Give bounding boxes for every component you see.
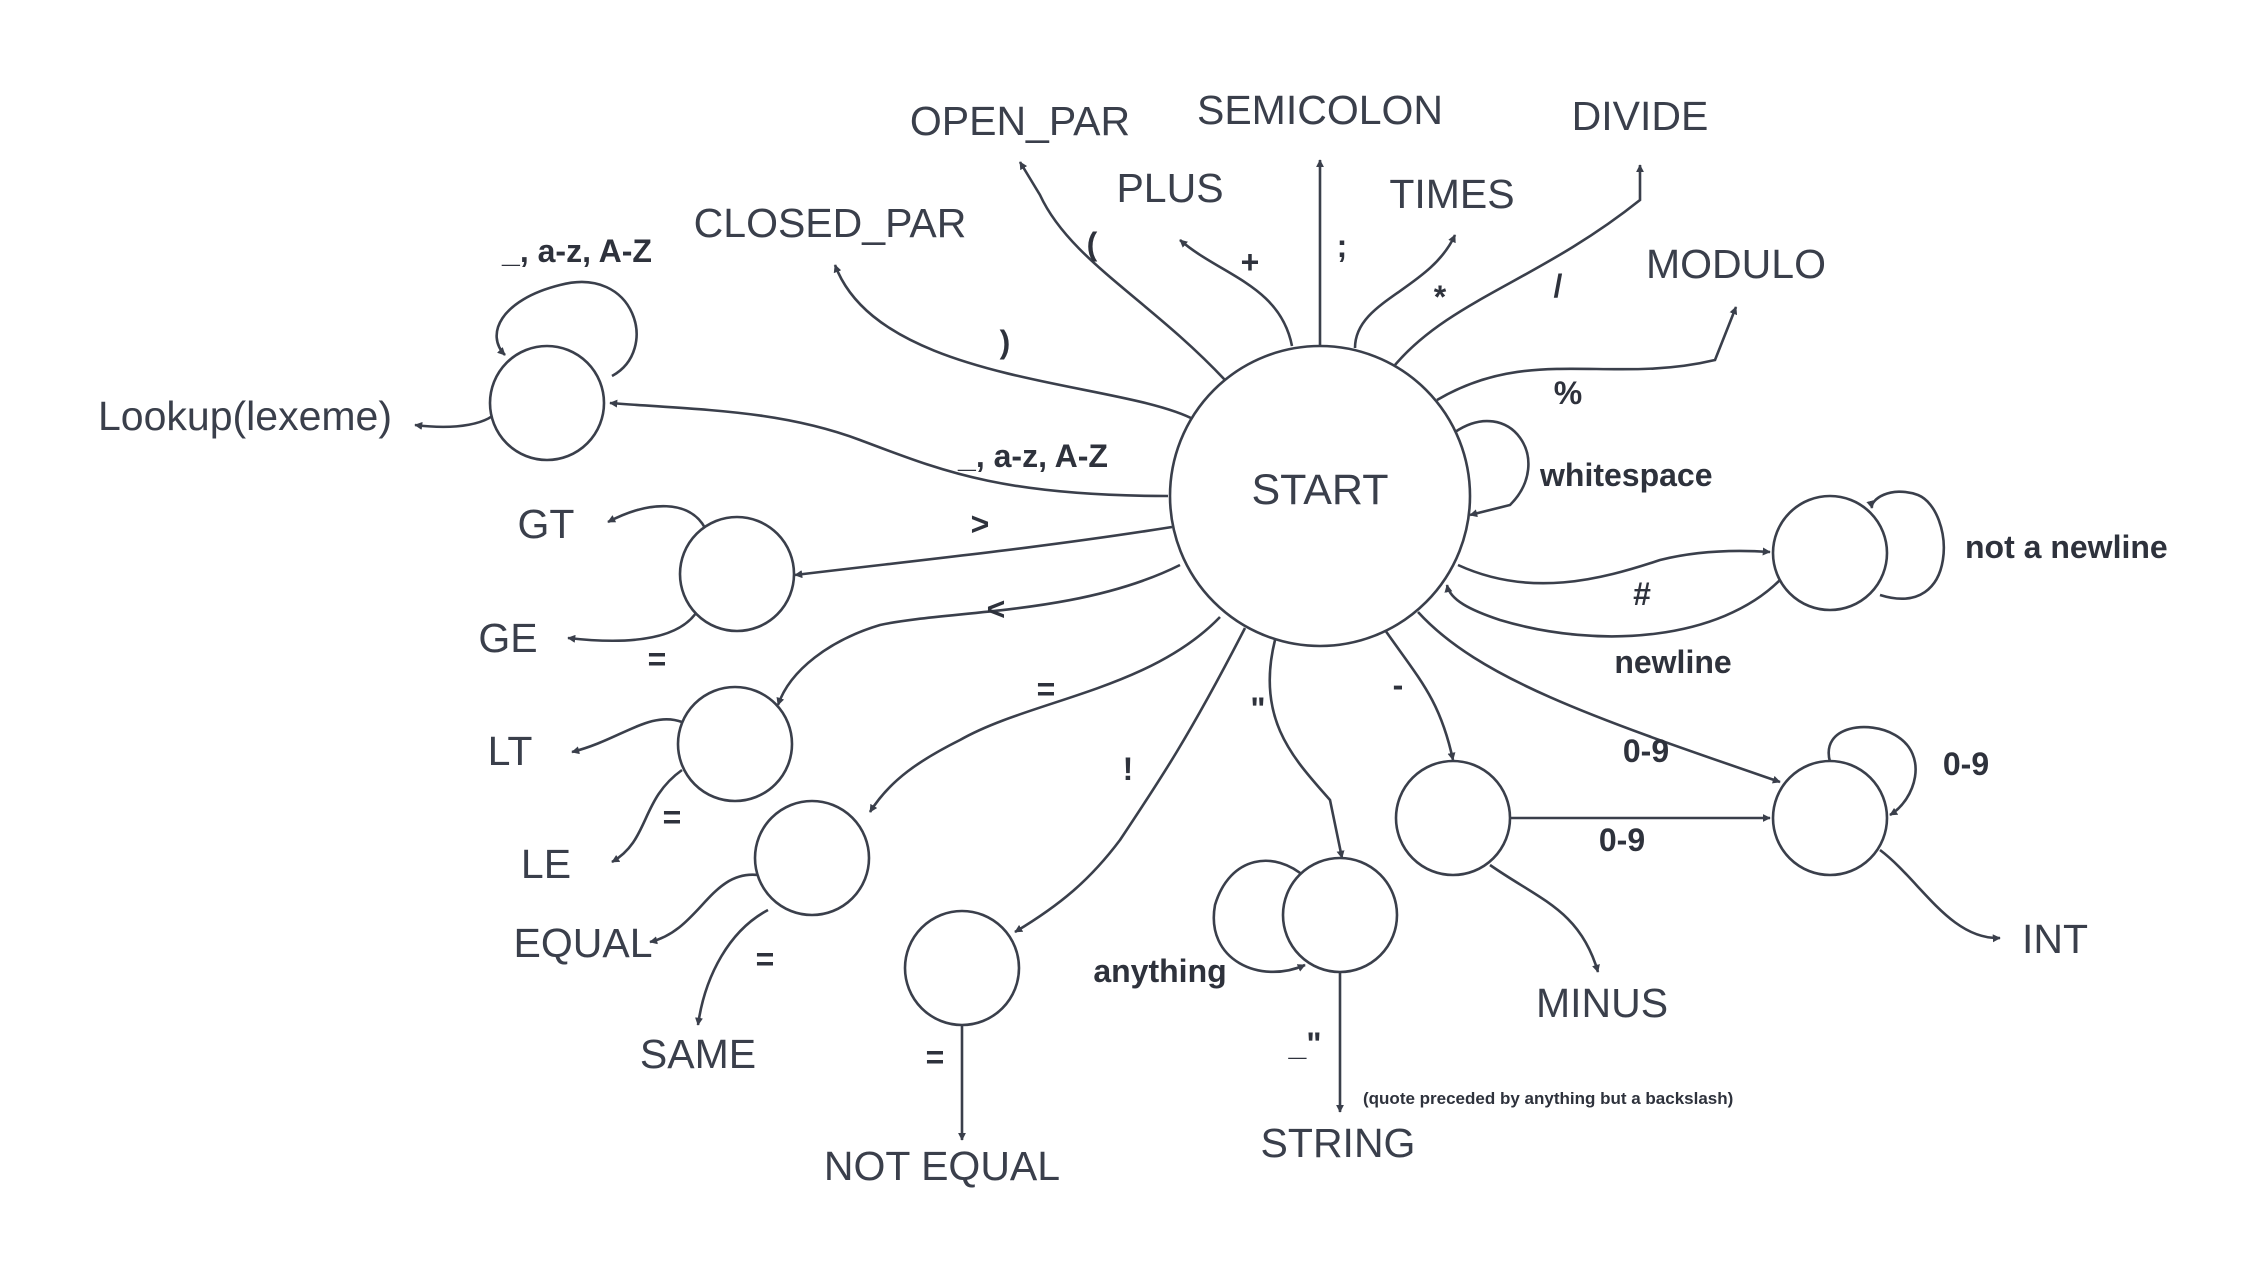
token-semicolon: SEMICOLON	[1197, 87, 1443, 133]
label-bang: !	[1123, 751, 1134, 787]
edge-plus	[1179, 239, 1294, 347]
edge-times	[1353, 234, 1457, 349]
token-equal: EQUAL	[514, 920, 653, 966]
edge-eq	[868, 616, 1221, 813]
token-modulo: MODULO	[1646, 241, 1826, 287]
label-hash: #	[1633, 576, 1651, 612]
token-lookup: Lookup(lexeme)	[98, 393, 392, 439]
token-int: INT	[2022, 916, 2088, 962]
edges	[414, 159, 2001, 1141]
comment-state	[1771, 494, 1889, 612]
edge-lt-out	[571, 717, 683, 755]
token-open-par: OPEN_PAR	[910, 98, 1130, 144]
edge-int-out	[1879, 848, 2001, 943]
edge-hash	[1457, 547, 1771, 585]
label-times: *	[1434, 279, 1447, 315]
edge-labels: ( + ; * / ) % _, a-z, A-Z _, a-z, A-Z wh…	[501, 226, 2168, 1108]
label-eq: =	[1037, 671, 1056, 707]
edge-not-newline	[1866, 490, 1946, 600]
edge-open-par	[1018, 161, 1226, 381]
token-closed-par: CLOSED_PAR	[694, 200, 967, 246]
token-times: TIMES	[1389, 171, 1514, 217]
token-string: STRING	[1261, 1120, 1416, 1166]
label-gt: >	[971, 506, 990, 542]
edge-digit-loop	[1827, 725, 1917, 817]
edge-modulo	[1436, 306, 1738, 402]
label-whitespace: whitespace	[1539, 457, 1713, 493]
edge-lookup	[414, 407, 502, 430]
states	[488, 344, 1889, 1027]
token-divide: DIVIDE	[1572, 93, 1709, 139]
label-ge: =	[648, 641, 667, 677]
token-plus: PLUS	[1116, 165, 1223, 211]
edge-newline	[1444, 579, 1781, 638]
label-newline: newline	[1614, 644, 1731, 680]
label-digit-start: 0-9	[1623, 733, 1669, 769]
label-lt: <	[987, 591, 1006, 627]
label-dash: -	[1393, 667, 1404, 703]
label-modulo: %	[1554, 375, 1582, 411]
start-label: START	[1252, 466, 1389, 514]
label-plus: +	[1241, 244, 1260, 280]
label-string-end: _"	[1288, 1026, 1322, 1062]
identifier-state	[488, 344, 606, 462]
label-digit-loop: 0-9	[1943, 746, 1989, 782]
edge-gt-out	[607, 504, 707, 529]
edge-quote	[1268, 639, 1345, 859]
token-minus: MINUS	[1536, 980, 1668, 1026]
label-closed-par: )	[1000, 324, 1011, 360]
edge-lt	[776, 563, 1181, 706]
label-ident-in: _, a-z, A-Z	[957, 438, 1108, 474]
edge-gt	[794, 525, 1173, 579]
int-state	[1771, 759, 1889, 877]
token-ge: GE	[478, 615, 537, 661]
lt-state	[676, 685, 794, 803]
edge-divide	[1394, 164, 1644, 366]
string-note: (quote preceded by anything but a backsl…	[1363, 1089, 1733, 1108]
edge-anything	[1212, 859, 1306, 974]
string-state	[1281, 856, 1399, 974]
token-le: LE	[521, 841, 571, 887]
edge-le-out	[611, 768, 683, 864]
edge-whitespace	[1454, 419, 1530, 518]
token-lt: LT	[488, 728, 533, 774]
label-divide: /	[1554, 268, 1563, 304]
label-open-par: (	[1087, 226, 1098, 262]
edge-closed-par	[833, 264, 1196, 422]
edge-digit-start	[1417, 611, 1781, 784]
start-state	[1168, 344, 1472, 648]
label-le: =	[663, 799, 682, 835]
edge-minus-out	[1489, 863, 1600, 973]
edge-same-out	[695, 908, 769, 1026]
token-gt: GT	[518, 501, 575, 547]
label-semicolon: ;	[1337, 228, 1348, 264]
label-anything: anything	[1093, 953, 1226, 989]
label-not-equal: =	[926, 1039, 945, 1075]
label-same: =	[756, 941, 775, 977]
label-digit-minus: 0-9	[1599, 822, 1645, 858]
edge-equal-out	[649, 873, 759, 945]
label-not-newline: not a newline	[1965, 529, 2168, 565]
token-not-equal: NOT EQUAL	[824, 1143, 1060, 1189]
gt-state	[678, 515, 796, 633]
edge-bang	[1014, 627, 1247, 934]
minus-state	[1394, 759, 1512, 877]
node-labels: START OPEN_PAR SEMICOLON DIVIDE PLUS TIM…	[98, 87, 2088, 1189]
token-same: SAME	[640, 1031, 756, 1077]
label-quote: "	[1250, 691, 1265, 727]
label-ident-loop: _, a-z, A-Z	[501, 233, 652, 269]
eq-state	[753, 799, 871, 917]
edge-ident-loop	[495, 280, 638, 378]
edge-ident-in	[609, 399, 1169, 498]
edge-dash	[1383, 629, 1456, 761]
edge-ge-out	[567, 609, 700, 643]
bang-state	[903, 909, 1021, 1027]
